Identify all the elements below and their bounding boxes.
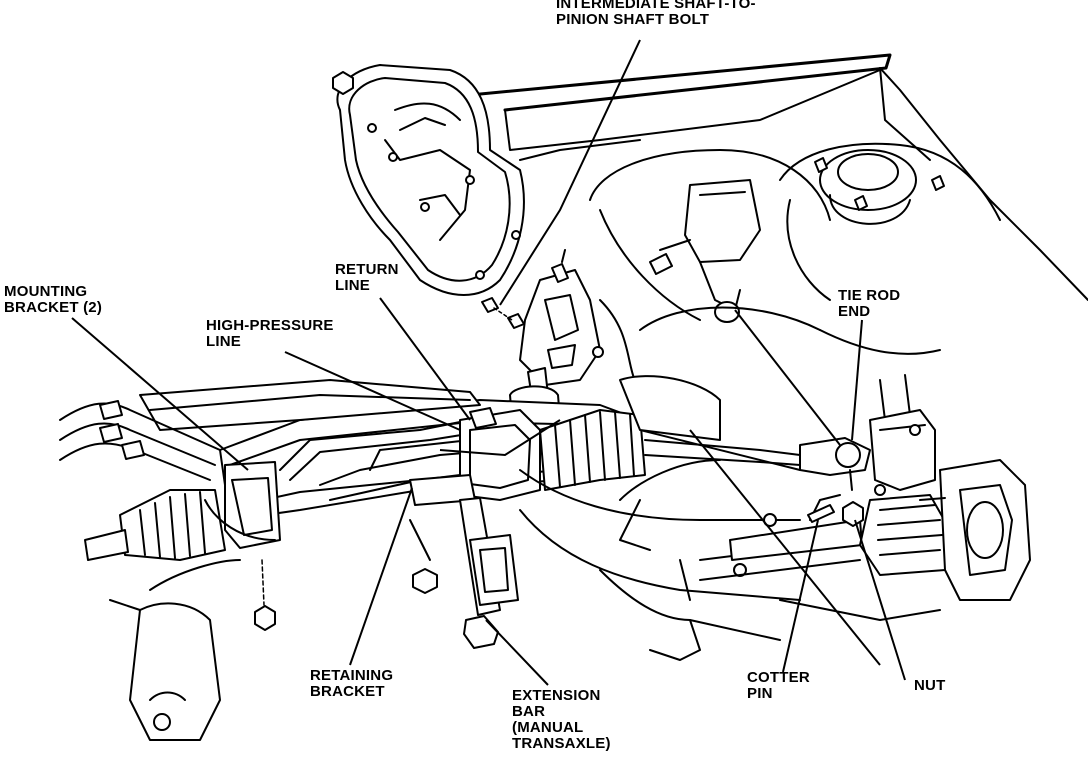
- leader-retaining-bracket: [349, 487, 413, 666]
- leader-return-line: [379, 297, 471, 421]
- label-return-line-line1: RETURN: [335, 261, 399, 278]
- vehicle-body-outline: [468, 53, 1088, 471]
- leader-extension-bar: [485, 619, 549, 686]
- leader-body-to-tie-rod: [689, 429, 881, 666]
- intermediate-shaft: [481, 249, 604, 429]
- leader-lines: [71, 39, 906, 686]
- leader-high-pressure-extra: [439, 419, 561, 457]
- label-high-pressure-line-line2: LINE: [206, 333, 241, 350]
- label-extension-bar-line1: EXTENSION: [512, 687, 601, 704]
- label-intermediate-shaft-line1: INTERMEDIATE SHAFT-TO-: [556, 0, 756, 12]
- label-high-pressure-line: HIGH-PRESSURE LINE: [206, 318, 334, 350]
- label-nut: NUT: [914, 678, 945, 694]
- label-tie-rod-end-line2: END: [838, 303, 871, 320]
- leader-reservoir-to-tie-rod: [734, 309, 841, 446]
- leader-mounting-bracket: [71, 317, 249, 471]
- label-intermediate-shaft-line2: PINION SHAFT BOLT: [556, 11, 710, 28]
- label-tie-rod-end-line1: TIE ROD: [838, 287, 901, 304]
- label-high-pressure-line-line1: HIGH-PRESSURE: [206, 317, 334, 334]
- label-cotter-pin: COTTER PIN: [747, 670, 810, 702]
- label-cotter-pin-line2: PIN: [747, 685, 773, 702]
- leader-tie-rod-end: [851, 319, 863, 441]
- steering-dust-boot: [332, 64, 525, 296]
- label-mounting-bracket-line2: BRACKET (2): [4, 299, 103, 316]
- label-return-line: RETURN LINE: [335, 262, 399, 294]
- leader-high-pressure-line: [284, 351, 461, 431]
- label-intermediate-shaft-bolt: INTERMEDIATE SHAFT-TO- PINION SHAFT BOLT: [556, 0, 756, 28]
- label-mounting-bracket: MOUNTING BRACKET (2): [4, 284, 102, 316]
- label-retaining-bracket: RETAINING BRACKET: [310, 668, 393, 700]
- subframe: [519, 375, 941, 661]
- label-extension-bar-line4: TRANSAXLE): [512, 735, 611, 752]
- label-nut-line1: NUT: [914, 677, 946, 694]
- knuckle-and-brake: [807, 374, 1031, 601]
- label-mounting-bracket-line1: MOUNTING: [4, 283, 88, 300]
- steering-rack: [59, 379, 871, 741]
- label-extension-bar: EXTENSION BAR (MANUAL TRANSAXLE): [512, 688, 611, 752]
- label-retaining-bracket-line2: BRACKET: [310, 683, 385, 700]
- label-cotter-pin-line1: COTTER: [747, 669, 810, 686]
- label-extension-bar-line2: BAR: [512, 703, 546, 720]
- label-return-line-line2: LINE: [335, 277, 370, 294]
- label-retaining-bracket-line1: RETAINING: [310, 667, 394, 684]
- label-extension-bar-line3: (MANUAL: [512, 719, 584, 736]
- leader-cotter-pin: [782, 519, 819, 673]
- leader-nut: [854, 519, 906, 681]
- label-tie-rod-end: TIE ROD END: [838, 288, 900, 320]
- leader-intermediate-shaft: [499, 39, 641, 306]
